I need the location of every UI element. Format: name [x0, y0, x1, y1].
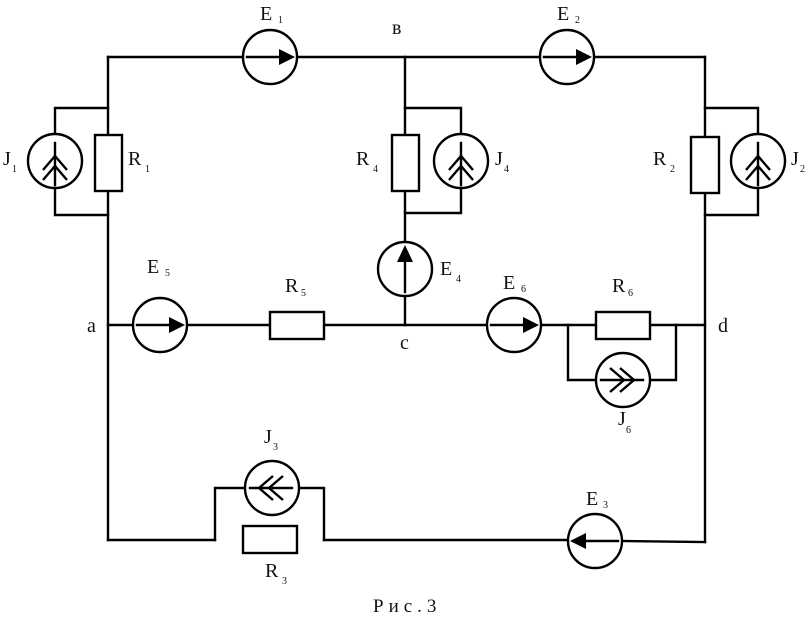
- label-r3: R: [265, 560, 279, 582]
- label-e4: E: [440, 258, 452, 280]
- source-j4: [432, 132, 490, 190]
- wire-j4-top: [403, 106, 463, 135]
- label-r2-sub: 2: [670, 164, 675, 175]
- label-j2: J: [791, 148, 799, 170]
- label-e4-sub: 4: [456, 274, 461, 285]
- wire-j2-top: [703, 106, 760, 135]
- label-e1: E: [260, 3, 272, 25]
- labels: E 1 E 2 E 5 E 6 E 4 E 3 R 1 R 4 R 2 R 5 …: [3, 3, 805, 617]
- source-j1: [26, 132, 84, 190]
- label-e6: E: [503, 272, 515, 294]
- source-e3: [566, 512, 624, 570]
- resistor-r4: [390, 133, 421, 193]
- label-j2-sub: 2: [800, 164, 805, 175]
- wire-j1-bottom: [53, 186, 110, 217]
- label-r4-sub: 4: [373, 164, 378, 175]
- wire-j1-top: [53, 106, 110, 135]
- wire-j3-right: [296, 486, 326, 542]
- label-r5-sub: 5: [301, 288, 306, 299]
- resistor-r6: [594, 310, 652, 341]
- label-j4: J: [495, 148, 503, 170]
- label-r1-sub: 1: [145, 164, 150, 175]
- label-r5: R: [285, 275, 299, 297]
- label-e2-sub: 2: [575, 15, 580, 26]
- label-r4: R: [356, 148, 370, 170]
- label-r6: R: [612, 275, 626, 297]
- resistor-r3: [241, 524, 299, 555]
- source-j6: [594, 351, 652, 409]
- label-r2: R: [653, 148, 667, 170]
- node-a: a: [87, 315, 96, 337]
- source-e1: [241, 28, 299, 86]
- source-e4: [376, 240, 434, 298]
- wire-j4-bottom: [403, 186, 463, 215]
- label-e3-sub: 3: [603, 500, 608, 511]
- node-d: d: [718, 315, 728, 337]
- label-j3-sub: 3: [273, 442, 278, 453]
- wire-j3-left: [213, 486, 248, 542]
- label-e6-sub: 6: [521, 284, 526, 295]
- label-e2: E: [557, 3, 569, 25]
- label-j1-sub: 1: [12, 164, 17, 175]
- label-e1-sub: 1: [278, 15, 283, 26]
- figure-caption: Рис.3: [373, 596, 441, 616]
- wire-bottom-right: [619, 539, 707, 544]
- label-r1: R: [128, 148, 142, 170]
- label-r6-sub: 6: [628, 288, 633, 299]
- source-e2: [538, 28, 596, 86]
- label-j4-sub: 4: [504, 164, 509, 175]
- resistor-r2: [689, 135, 721, 195]
- label-j3: J: [264, 426, 272, 448]
- source-e6: [485, 296, 543, 354]
- node-b: в: [392, 17, 401, 39]
- wire-j6-right: [648, 323, 678, 382]
- source-e5: [131, 296, 189, 354]
- label-j6: J: [618, 408, 626, 430]
- label-e5: E: [147, 256, 159, 278]
- resistor-r1: [93, 133, 124, 193]
- label-j1: J: [3, 148, 11, 170]
- source-j3: [243, 459, 301, 517]
- label-j6-sub: 6: [626, 425, 631, 436]
- label-r3-sub: 3: [282, 576, 287, 587]
- source-j2: [729, 132, 787, 190]
- resistor-r5: [268, 310, 326, 341]
- label-e3: E: [586, 488, 598, 510]
- wire-j2-bottom: [703, 186, 760, 217]
- node-c: c: [400, 332, 409, 354]
- wire-j6-left: [566, 323, 598, 382]
- label-e5-sub: 5: [165, 268, 170, 279]
